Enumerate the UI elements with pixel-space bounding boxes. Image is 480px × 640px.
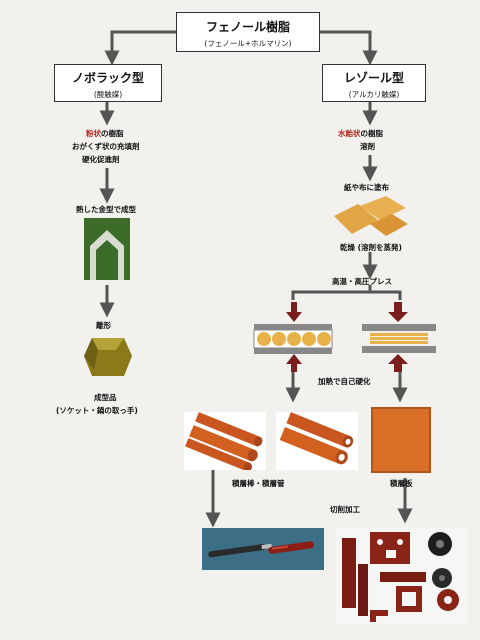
left-product-line1: 成型品 xyxy=(94,393,117,402)
left-step-mold: 熱した金型で成型 xyxy=(76,205,136,214)
coated-sheets-image xyxy=(334,196,408,236)
laminated-tubes-image xyxy=(276,412,358,470)
novolac-box: ノボラック型 (酸触媒) xyxy=(54,64,162,102)
mold-image xyxy=(84,218,130,280)
molded-product-image xyxy=(84,338,132,376)
right-comp-red: 水飴状 xyxy=(338,129,361,138)
left-comp-red: 粉状 xyxy=(86,129,101,138)
right-step-press: 高温・高圧プレス xyxy=(332,277,392,286)
resol-box: レゾール型 (アルカリ触媒) xyxy=(322,64,426,102)
resol-subtitle: (アルカリ触媒) xyxy=(348,90,400,99)
resol-title: レゾール型 xyxy=(343,71,404,85)
left-comp-line1: 粉状の樹脂 xyxy=(86,128,124,139)
arrow-root-to-left xyxy=(104,30,178,66)
laminated-plate-image xyxy=(371,407,431,473)
right-comp-line2: 溶剤 xyxy=(360,142,375,151)
press-plates-image xyxy=(362,302,436,372)
left-step-shape: 離形 xyxy=(96,321,111,330)
machined-parts-image xyxy=(336,528,468,624)
root-subtitle: (フェノール+ホルマリン) xyxy=(204,39,292,48)
right-step-cut: 切削加工 xyxy=(330,505,360,514)
right-product-rod: 積層棒・積層管 xyxy=(232,479,285,488)
right-step-coat: 紙や布に塗布 xyxy=(344,183,389,192)
press-rods-image xyxy=(253,302,333,372)
root-title: フェノール樹脂 xyxy=(205,20,290,34)
left-comp-line2: おがくず状の充填剤 xyxy=(72,142,140,151)
laminated-rods-image xyxy=(184,412,266,470)
arrow-press-split xyxy=(291,290,402,300)
right-step-dry: 乾燥 (溶剤を蒸発) xyxy=(340,243,402,252)
right-product-plate: 積層板 xyxy=(390,479,413,488)
left-comp-rest: の樹脂 xyxy=(101,129,124,138)
right-step-cure: 加熱で自己硬化 xyxy=(318,377,371,386)
pen-products-image xyxy=(202,528,324,570)
novolac-subtitle: (酸触媒) xyxy=(93,90,123,99)
right-comp-line1: 水飴状の樹脂 xyxy=(338,128,383,139)
novolac-title: ノボラック型 xyxy=(71,71,144,85)
left-comp-line3: 硬化促進剤 xyxy=(82,155,120,164)
right-comp-rest: の樹脂 xyxy=(360,129,384,138)
arrow-root-to-right xyxy=(318,30,378,66)
root-box: フェノール樹脂 (フェノール+ホルマリン) xyxy=(176,12,320,52)
left-product-line2: (ソケット・鍋の取っ手) xyxy=(56,406,138,415)
